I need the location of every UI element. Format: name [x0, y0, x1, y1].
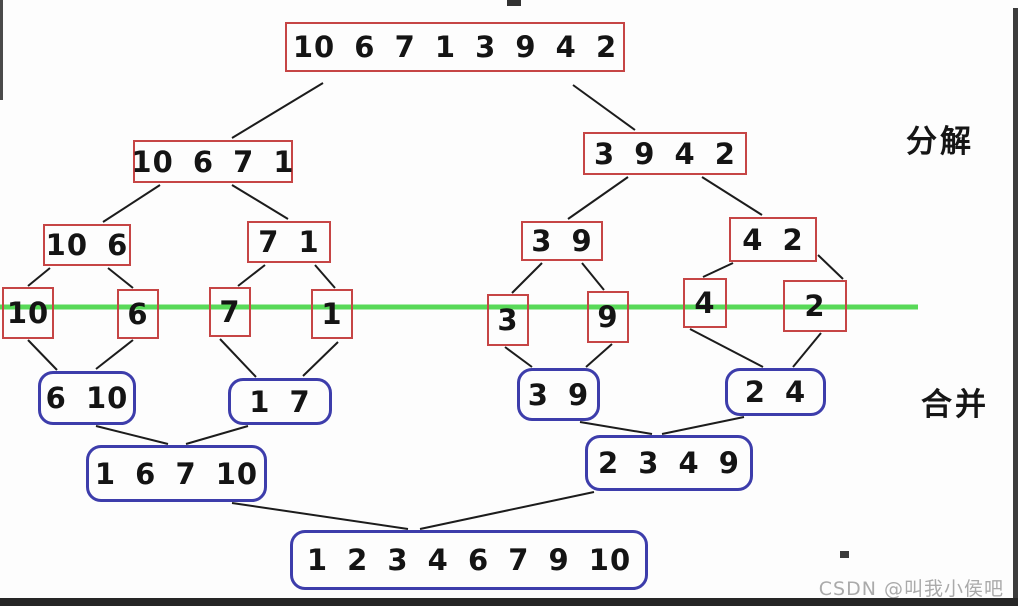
node-single-2: 2	[783, 280, 847, 332]
node-pair-10-6: 10 6	[43, 224, 131, 266]
node-single-3: 3	[487, 294, 529, 346]
connector-line	[219, 338, 257, 378]
photo-border-bottom	[0, 598, 1018, 606]
connector-line	[792, 332, 822, 368]
connector-line	[572, 84, 636, 131]
connector-line	[661, 416, 745, 435]
connector-line	[701, 176, 763, 216]
connector-line	[27, 267, 51, 287]
node-single-10: 10	[2, 287, 54, 339]
node-pair-3-9: 3 9	[521, 221, 603, 261]
connector-line	[302, 341, 339, 377]
node-pair-4-2: 4 2	[729, 217, 817, 262]
connector-line	[95, 339, 134, 370]
small-dark-mark	[840, 551, 849, 558]
connector-line	[185, 425, 249, 445]
connector-line	[107, 267, 134, 289]
decompose-phase-label: 分解	[906, 124, 974, 160]
photo-border-right	[1013, 8, 1018, 606]
connector-line	[231, 502, 409, 530]
node-pair-7-1: 7 1	[247, 221, 331, 263]
node-merge-1-6-7-10: 1 6 7 10	[86, 445, 267, 502]
connector-line	[585, 343, 613, 368]
node-single-9: 9	[587, 291, 629, 343]
node-single-4: 4	[683, 278, 727, 328]
connector-line	[511, 262, 543, 294]
node-single-6: 6	[117, 289, 159, 339]
node-merge-6-10: 6 10	[38, 371, 136, 425]
connector-line	[314, 264, 336, 289]
node-merge-2-3-4-9: 2 3 4 9	[585, 435, 753, 491]
connector-line	[95, 425, 169, 445]
connector-line	[237, 264, 266, 287]
merge-phase-label: 合并	[921, 387, 989, 423]
watermark-text: CSDN @叫我小侯吧	[818, 578, 1004, 600]
node-merge-1-7: 1 7	[228, 378, 332, 425]
node-single-1: 1	[311, 289, 353, 339]
connector-line	[419, 491, 595, 530]
node-single-7: 7	[209, 287, 251, 337]
connector-line	[817, 254, 844, 280]
top-crop-mark	[507, 0, 521, 6]
connector-line	[231, 184, 289, 220]
connector-line	[27, 339, 58, 371]
connector-line	[567, 176, 629, 220]
connector-line	[581, 262, 605, 291]
node-root: 10 6 7 1 3 9 4 2	[285, 22, 625, 72]
node-merge-3-9: 3 9	[517, 368, 600, 421]
node-right-half: 3 9 4 2	[583, 132, 747, 175]
connector-line	[702, 262, 734, 278]
photo-border-left	[0, 0, 3, 100]
connector-line	[504, 346, 533, 368]
connector-line	[102, 184, 161, 223]
node-merge-final: 1 2 3 4 6 7 9 10	[290, 530, 648, 590]
connector-line	[689, 328, 764, 368]
connector-line	[231, 82, 324, 139]
node-left-half: 10 6 7 1	[131, 140, 294, 183]
connector-line	[579, 421, 653, 435]
node-merge-2-4: 2 4	[725, 368, 826, 416]
